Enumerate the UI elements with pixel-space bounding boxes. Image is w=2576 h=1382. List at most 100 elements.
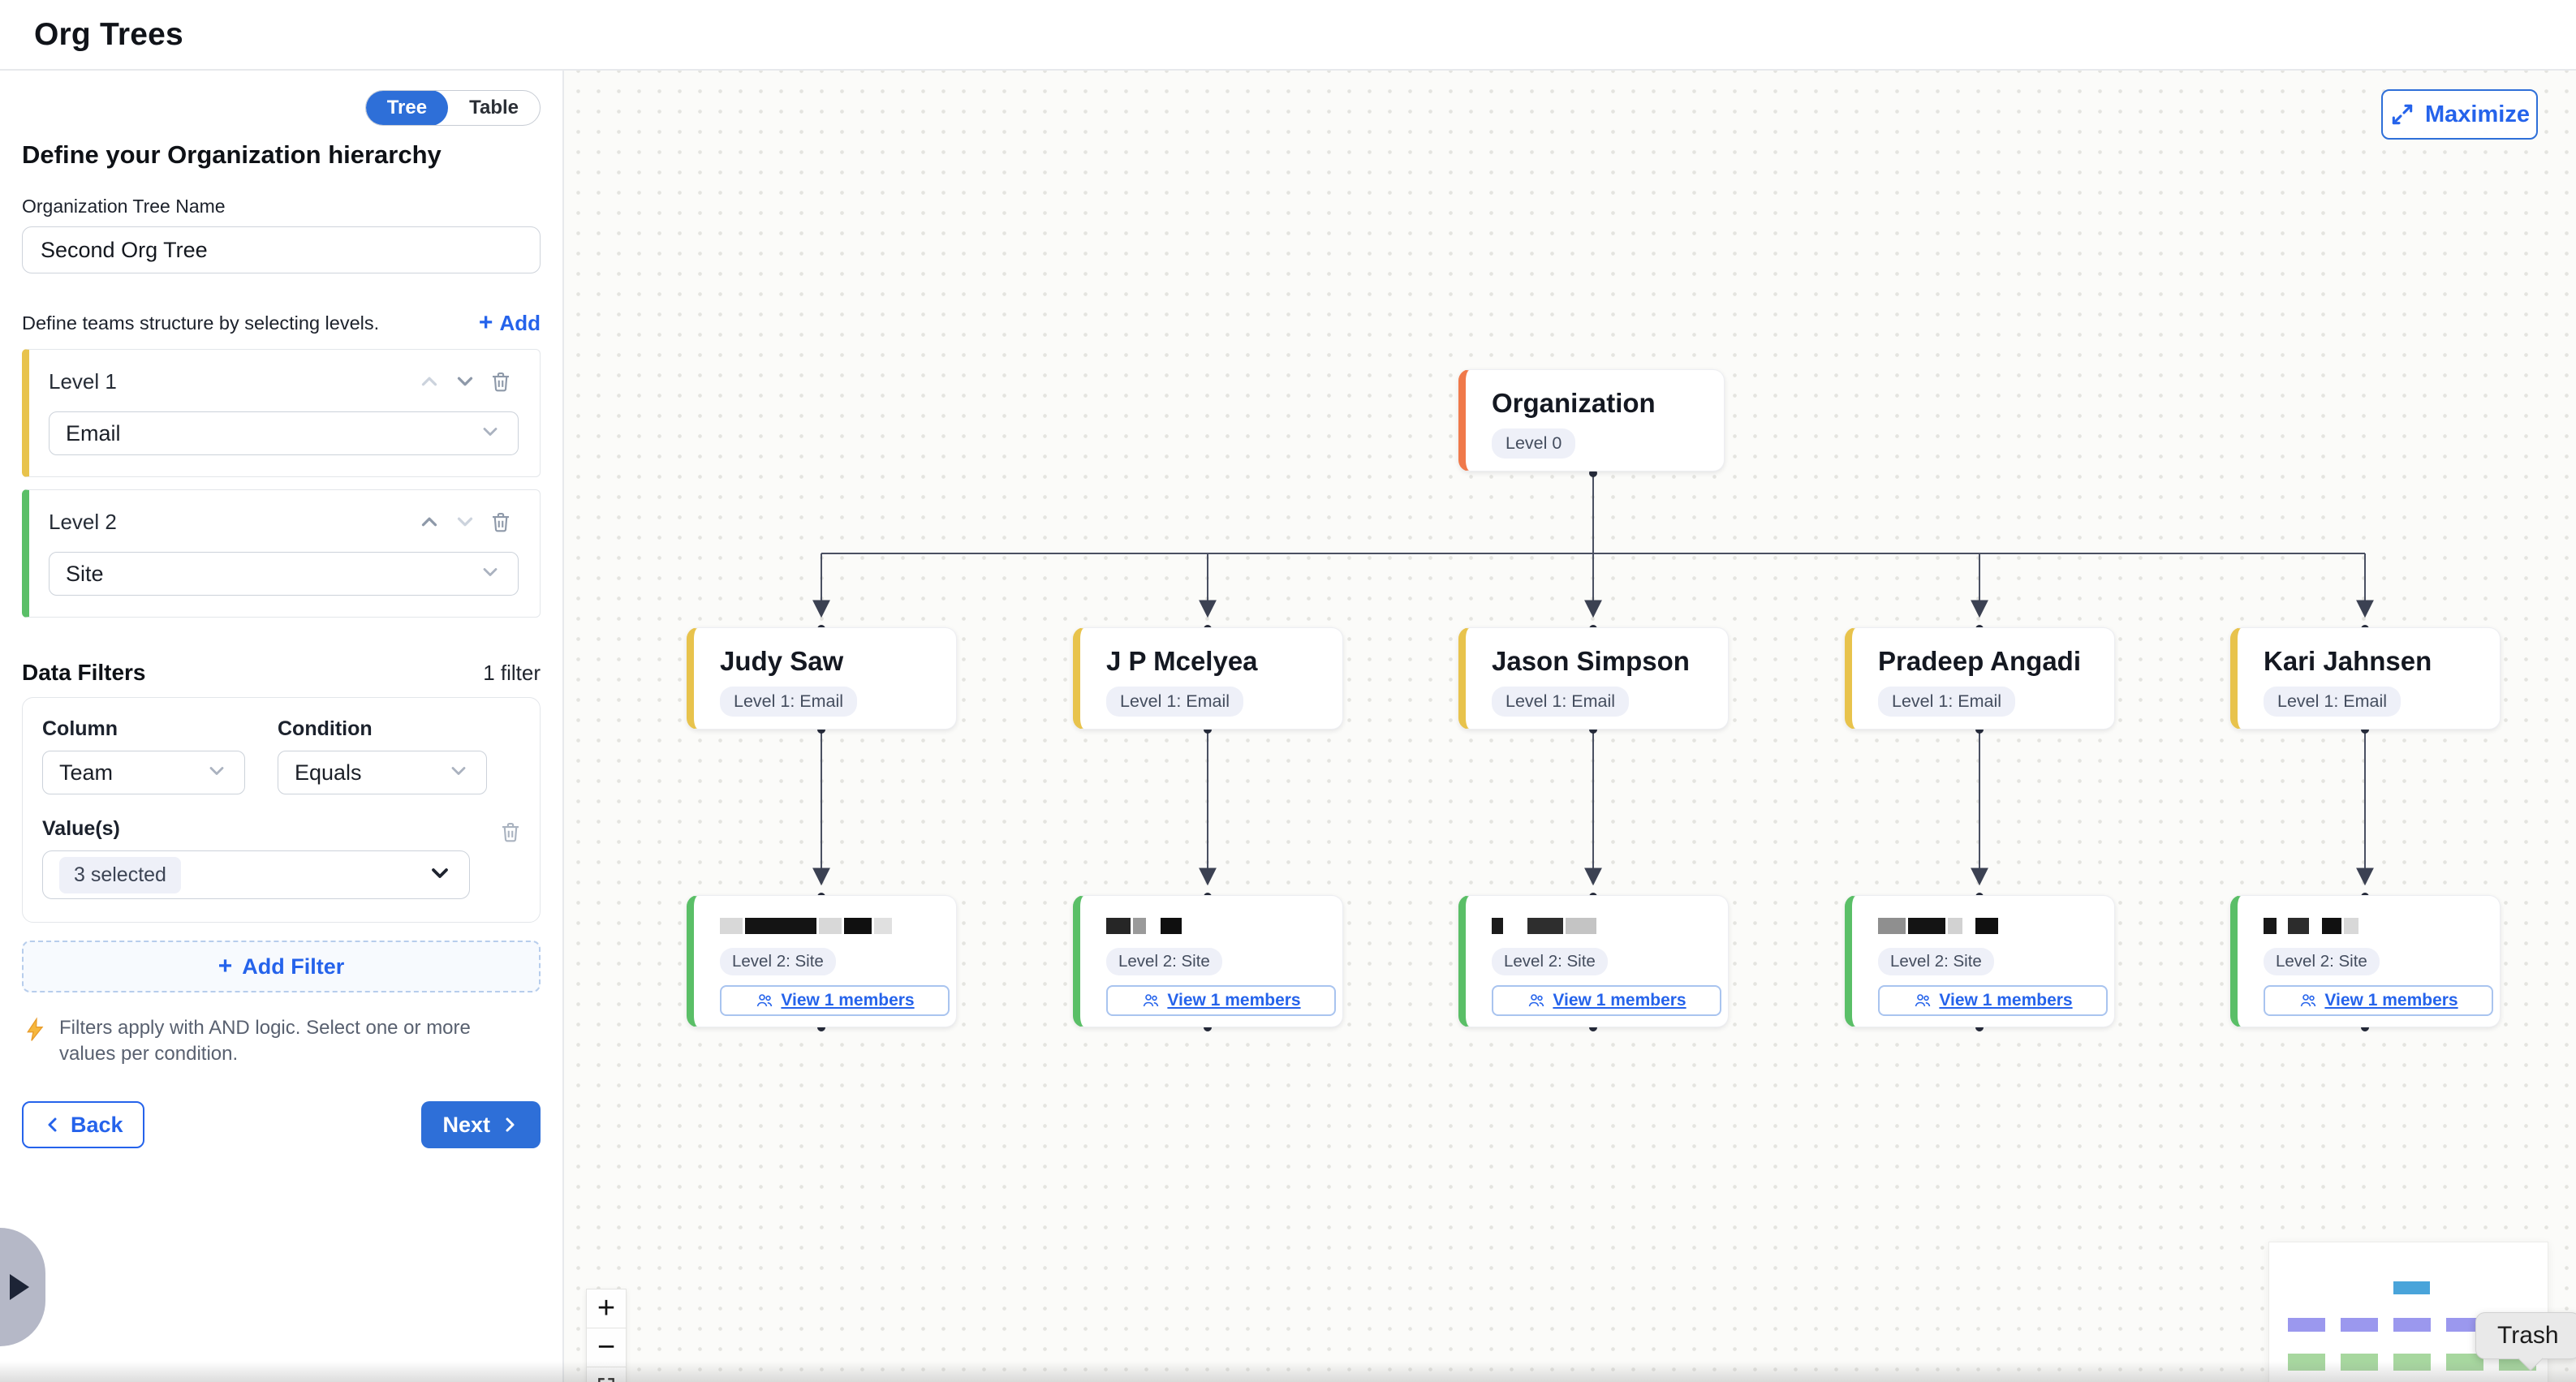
members-icon xyxy=(1529,994,1544,1007)
node-level-badge: Level 2: Site xyxy=(1878,948,1994,975)
maximize-button[interactable]: Maximize xyxy=(2381,89,2538,140)
members-icon xyxy=(1144,994,1159,1007)
add-level-button[interactable]: + Add xyxy=(478,309,541,336)
node-level-badge: Level 2: Site xyxy=(2264,948,2380,975)
chevron-down-icon xyxy=(205,760,228,786)
level-1-select[interactable]: Email xyxy=(49,411,519,455)
node-title: Pradeep Angadi xyxy=(1878,646,2081,676)
minimap-node-level1 xyxy=(2341,1318,2378,1332)
org-node-root[interactable]: Organization Level 0 xyxy=(1458,369,1725,471)
node-level-badge: Level 1: Email xyxy=(1878,687,2016,717)
column-label: Column xyxy=(42,717,118,740)
minimap-node-level2 xyxy=(2446,1354,2483,1371)
view-members-button[interactable]: View 1 members xyxy=(2264,985,2493,1016)
node-level-badge: Level 1: Email xyxy=(1492,687,1630,717)
node-title: Organization xyxy=(1492,388,1656,418)
chevron-down-icon xyxy=(457,517,473,527)
view-members-button[interactable]: View 1 members xyxy=(1878,985,2108,1016)
column-select[interactable]: Team xyxy=(42,751,245,794)
view-members-button[interactable]: View 1 members xyxy=(1106,985,1336,1016)
level-card-1: Level 1 Email xyxy=(22,349,541,477)
move-up-button[interactable] xyxy=(411,508,447,536)
minimap-node-level2 xyxy=(2341,1354,2378,1371)
members-icon xyxy=(1915,994,1931,1007)
node-title: Kari Jahnsen xyxy=(2264,646,2432,676)
redacted-member-name xyxy=(1878,912,2098,940)
chevron-down-icon xyxy=(457,377,473,386)
node-title: Jason Simpson xyxy=(1492,646,1690,676)
level-2-select[interactable]: Site xyxy=(49,552,519,596)
fit-view-button[interactable] xyxy=(586,1367,627,1382)
redacted-member-name xyxy=(1492,912,1712,940)
org-node-level1[interactable]: Pradeep Angadi Level 1: Email xyxy=(1845,627,2115,730)
tree-name-input[interactable] xyxy=(22,226,541,273)
next-button[interactable]: Next xyxy=(421,1101,541,1149)
members-icon xyxy=(2301,994,2316,1007)
expand-icon xyxy=(2392,104,2413,125)
trash-icon xyxy=(493,512,509,532)
move-down-button[interactable] xyxy=(447,508,483,536)
org-node-level2[interactable]: Level 2: Site View 1 members xyxy=(1845,895,2115,1027)
node-title: J P Mcelyea xyxy=(1106,646,1258,676)
triangle-right-icon xyxy=(10,1274,29,1300)
org-node-level2[interactable]: Level 2: Site View 1 members xyxy=(1073,895,1343,1027)
zoom-out-button[interactable]: − xyxy=(586,1328,627,1367)
level-1-label: Level 1 xyxy=(49,368,117,394)
toggle-tree[interactable]: Tree xyxy=(365,91,449,125)
org-node-level2[interactable]: Level 2: Site View 1 members xyxy=(1458,895,1729,1027)
condition-select[interactable]: Equals xyxy=(278,751,487,794)
chevron-down-icon xyxy=(427,860,453,890)
org-node-level1[interactable]: J P Mcelyea Level 1: Email xyxy=(1073,627,1343,730)
chevron-down-icon xyxy=(447,760,470,786)
levels-description: Define teams structure by selecting leve… xyxy=(22,312,380,334)
trash-tooltip: Trash xyxy=(2475,1312,2576,1371)
data-filters-title: Data Filters xyxy=(22,660,146,685)
move-up-button[interactable] xyxy=(411,368,447,395)
trash-icon xyxy=(493,372,509,392)
toggle-table[interactable]: Table xyxy=(469,97,519,118)
chevron-up-icon xyxy=(421,517,437,527)
chevron-down-icon xyxy=(479,420,502,447)
org-node-level2[interactable]: Level 2: Site View 1 members xyxy=(2230,895,2501,1027)
delete-level-button[interactable] xyxy=(483,508,519,536)
org-node-level1[interactable]: Jason Simpson Level 1: Email xyxy=(1458,627,1729,730)
node-level-badge: Level 2: Site xyxy=(720,948,836,975)
fit-view-icon xyxy=(598,1378,614,1382)
redacted-member-name xyxy=(2264,912,2483,940)
page-title: Org Trees xyxy=(34,16,183,52)
top-header: Org Trees xyxy=(0,0,2576,71)
filters-note: Filters apply with AND logic. Select one… xyxy=(22,1015,541,1067)
filter-count: 1 filter xyxy=(483,661,541,685)
zoom-in-button[interactable]: + xyxy=(586,1289,627,1328)
level-card-2: Level 2 Site xyxy=(22,489,541,618)
node-level-badge: Level 2: Site xyxy=(1492,948,1608,975)
values-multiselect[interactable]: 3 selected xyxy=(42,850,470,899)
org-node-level1[interactable]: Judy Saw Level 1: Email xyxy=(687,627,957,730)
plus-icon: + xyxy=(218,953,233,979)
node-level-badge: Level 1: Email xyxy=(720,687,858,717)
org-node-level1[interactable]: Kari Jahnsen Level 1: Email xyxy=(2230,627,2501,730)
minimap-node-level1 xyxy=(2393,1318,2431,1332)
move-down-button[interactable] xyxy=(447,368,483,395)
minimap-node-root xyxy=(2393,1281,2430,1294)
canvas-zoom-controls: + − xyxy=(586,1289,627,1382)
add-filter-button[interactable]: + Add Filter xyxy=(22,941,541,992)
back-button[interactable]: Back xyxy=(22,1101,144,1149)
view-members-button[interactable]: View 1 members xyxy=(720,985,950,1016)
members-icon xyxy=(757,994,773,1007)
minimap-node-level2 xyxy=(2288,1354,2325,1371)
chevron-right-icon xyxy=(506,1117,515,1132)
values-label: Value(s) xyxy=(42,817,120,840)
minimap-node-level2 xyxy=(2393,1354,2431,1371)
node-level-badge: Level 0 xyxy=(1492,428,1576,459)
minimap-node-level1 xyxy=(2288,1318,2325,1332)
sidebar-panel: Tree Table Define your Organization hier… xyxy=(0,71,564,1382)
redacted-member-name xyxy=(720,912,940,940)
view-members-button[interactable]: View 1 members xyxy=(1492,985,1721,1016)
org-node-level2[interactable]: Level 2: Site View 1 members xyxy=(687,895,957,1027)
chevron-down-icon xyxy=(479,561,502,588)
delete-filter-button[interactable] xyxy=(493,818,528,846)
delete-level-button[interactable] xyxy=(483,368,519,395)
view-toggle: Tree Table xyxy=(364,90,541,126)
chevron-up-icon xyxy=(421,377,437,386)
